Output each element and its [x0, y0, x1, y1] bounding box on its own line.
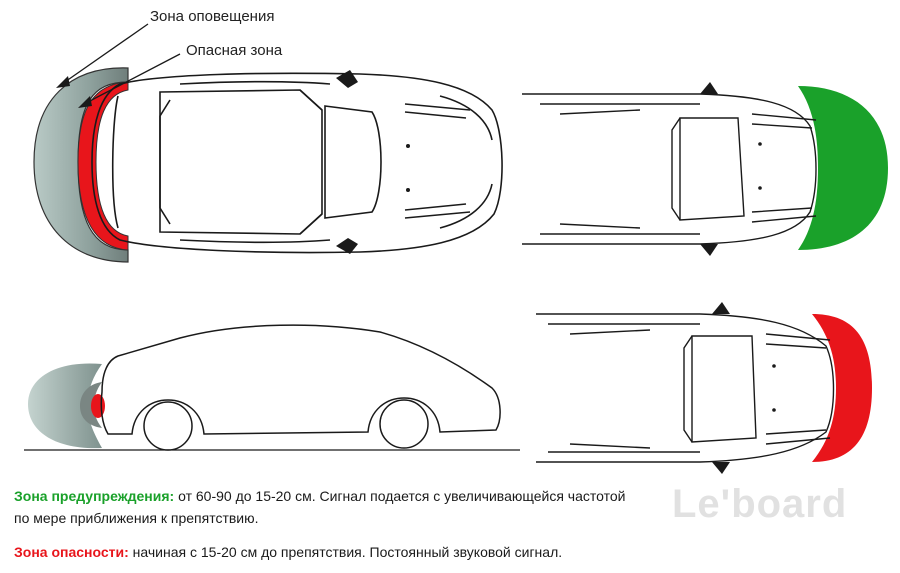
- car-rear-outline-1: [522, 93, 817, 245]
- callout-danger-zone: Опасная зона: [186, 42, 283, 59]
- callout-line-warning: [61, 23, 149, 85]
- car-side-outline: [24, 324, 520, 451]
- danger-zone-core: [91, 394, 105, 418]
- top-view-panel: [33, 23, 503, 263]
- rear-warning-panel: [522, 82, 888, 256]
- mirror-bottom-icon: [336, 238, 358, 254]
- warning-zone-shape: [798, 86, 888, 250]
- side-view-panel: [24, 324, 520, 451]
- legend-danger-text: начиная с 15-20 см до препятствия. Посто…: [128, 544, 563, 560]
- watermark: Le'board: [672, 482, 848, 526]
- mirror-top-icon: [712, 302, 730, 314]
- rear-danger-panel: [536, 302, 872, 474]
- callout-warning-zone: Зона оповещения: [150, 8, 275, 25]
- legend-warning: Зона предупреждения: от 60-90 до 15-20 с…: [14, 486, 625, 506]
- car-rear-outline-2: [536, 313, 835, 463]
- danger-zone-shape: [812, 314, 872, 462]
- legend-danger-term: Зона опасности:: [14, 544, 129, 560]
- legend-warning-text-2: по мере приближения к препятствию.: [14, 510, 259, 526]
- mirror-top-icon: [700, 82, 718, 94]
- danger-zone-shape: [80, 382, 102, 428]
- mirror-top-icon: [336, 70, 358, 88]
- legend-warning-term: Зона предупреждения:: [14, 488, 175, 504]
- legend-warning-text: от 60-90 до 15-20 см. Сигнал подается с …: [174, 488, 626, 504]
- legend-danger: Зона опасности: начиная с 15-20 см до пр…: [14, 542, 562, 562]
- mirror-bottom-icon: [700, 244, 718, 256]
- callout-line-danger: [83, 53, 181, 105]
- alert-zone-shape: [28, 363, 102, 449]
- car-top-outline: [91, 72, 503, 254]
- legend-warning-continued: по мере приближения к препятствию.: [14, 508, 259, 528]
- danger-zone-shape: [77, 81, 129, 251]
- mirror-bottom-icon: [712, 462, 730, 474]
- alert-zone-shape: [33, 67, 129, 263]
